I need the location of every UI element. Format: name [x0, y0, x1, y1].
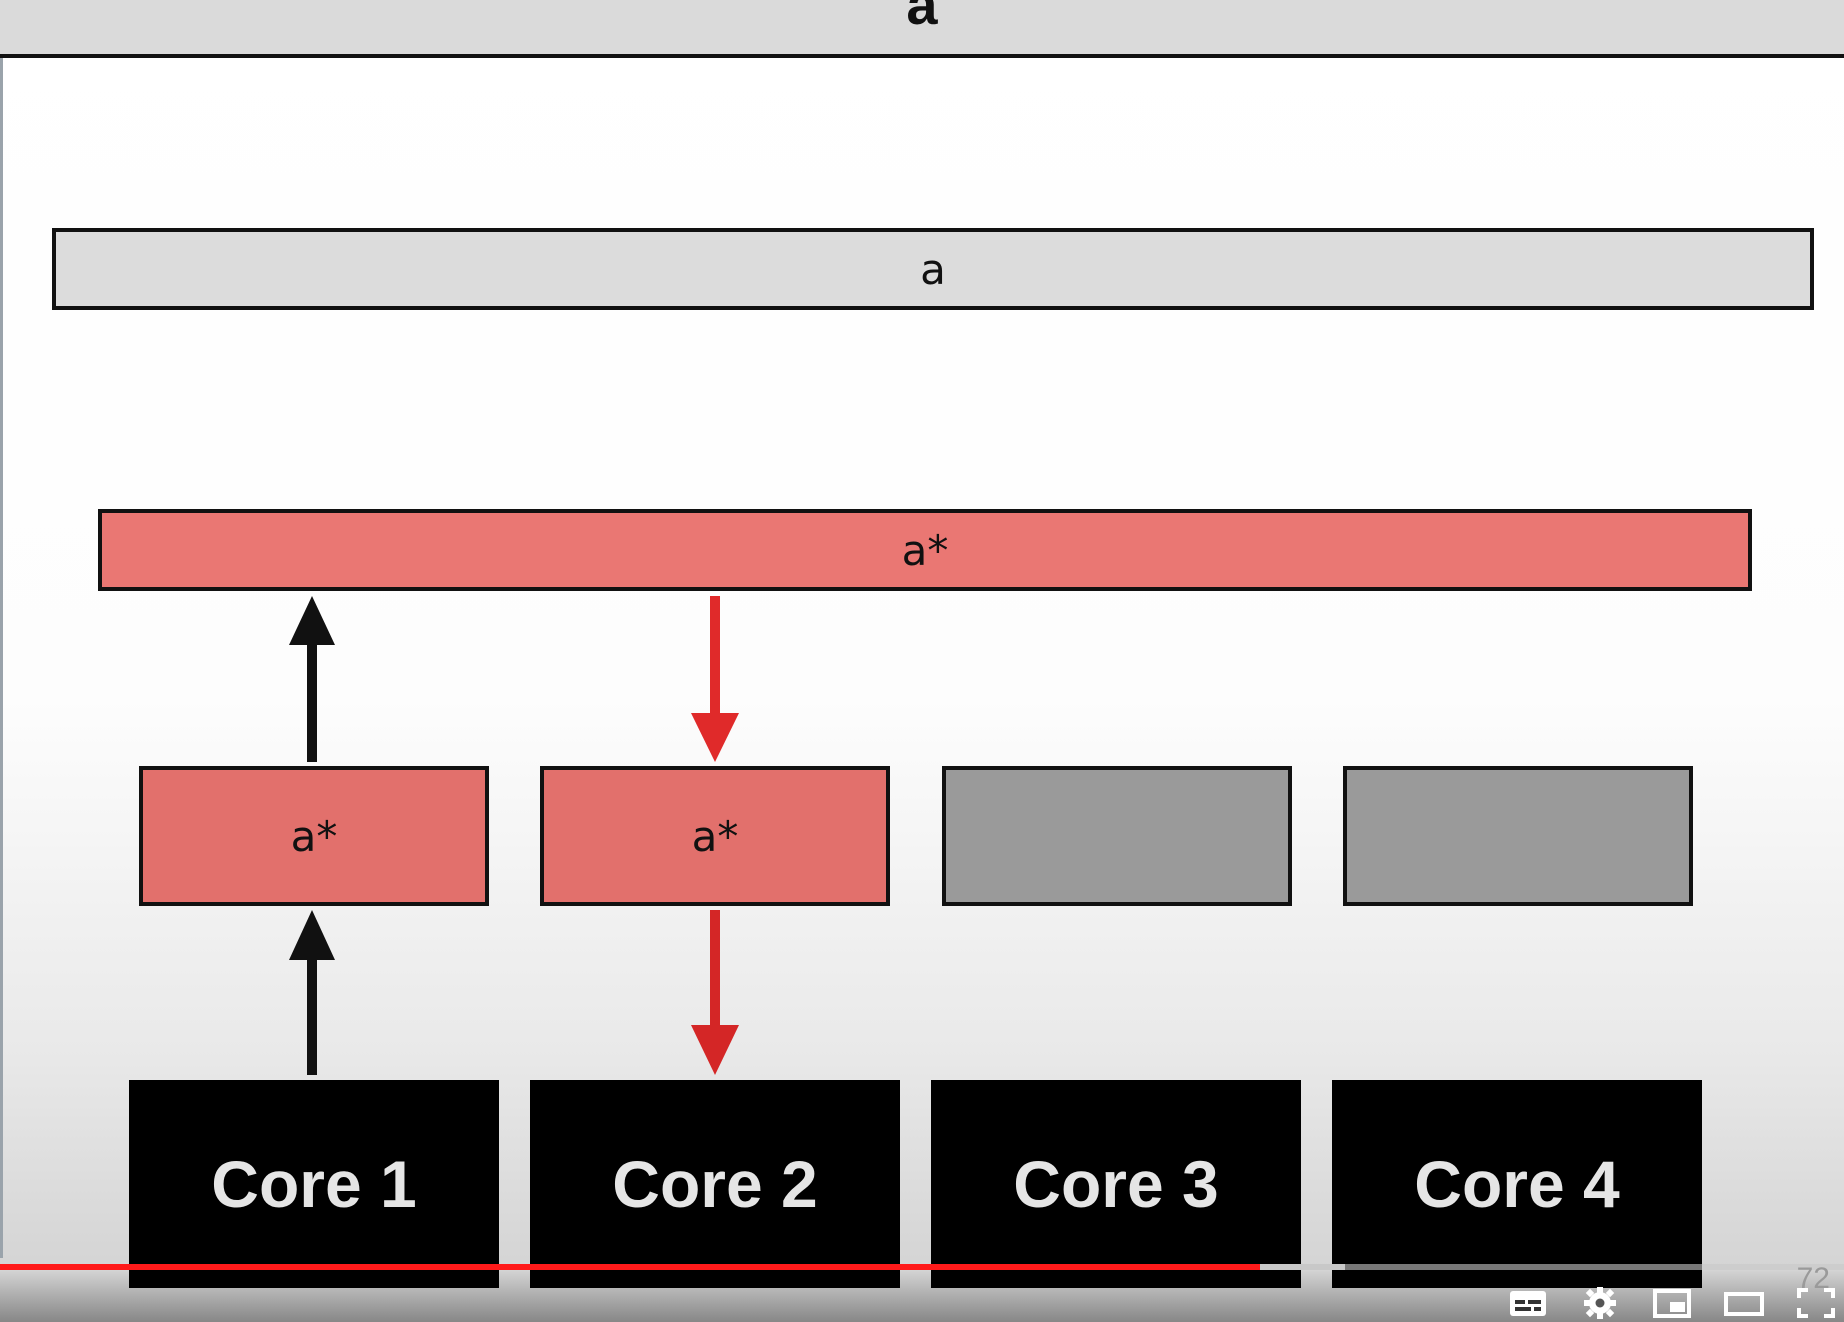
shared-cache-box: a*: [98, 509, 1752, 591]
read-arrow-l1-to-core2: [691, 910, 739, 1075]
slide-title-bar: [0, 0, 1844, 58]
progress-bar-played[interactable]: [0, 1264, 1260, 1270]
read-arrow-shared-to-l1: [691, 596, 739, 762]
l1-cache-core-1: a*: [139, 766, 489, 906]
write-arrow-core1-to-l1: [289, 910, 335, 1075]
player-controls-gradient: [0, 1270, 1844, 1322]
l1-cache-core-3: [942, 766, 1292, 906]
main-memory-box: a: [52, 228, 1814, 310]
fullscreen-icon[interactable]: [1796, 1286, 1836, 1320]
core-2-box: Core 2: [530, 1080, 900, 1288]
core-3-box: Core 3: [931, 1080, 1301, 1288]
subtitles-icon[interactable]: [1508, 1286, 1548, 1320]
l1-cache-core-2: a*: [540, 766, 890, 906]
core-4-box: Core 4: [1332, 1080, 1702, 1288]
settings-gear-icon[interactable]: [1580, 1286, 1620, 1320]
l1-cache-core-4: [1343, 766, 1693, 906]
slide-title: a: [906, 0, 938, 36]
write-arrow-l1-to-shared: [289, 596, 335, 762]
core-1-box: Core 1: [129, 1080, 499, 1288]
miniplayer-icon[interactable]: [1652, 1286, 1692, 1320]
theater-mode-icon[interactable]: [1724, 1286, 1764, 1320]
slide-left-edge: [0, 58, 3, 1258]
